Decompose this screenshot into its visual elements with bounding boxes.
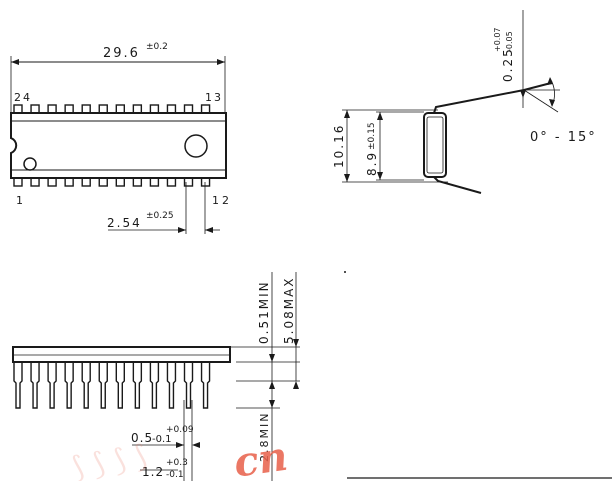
top-pin	[166, 104, 177, 114]
arrow-down-icon	[549, 99, 555, 107]
lead-thickness-tol-minus: -0.05	[505, 31, 514, 52]
bottom-pin	[132, 177, 143, 187]
arrow-up-icon	[269, 381, 275, 389]
angle-limit-line	[523, 89, 559, 113]
row-spacing-value: 10.16	[332, 124, 346, 168]
front-lead	[64, 362, 74, 409]
lead-thickness-value: 0.25	[501, 47, 515, 82]
bottom-pin	[13, 177, 23, 187]
standoff-value: 0.51MIN	[257, 280, 271, 344]
front-lead-row	[13, 362, 211, 409]
shoulder-value: 1.2	[142, 465, 164, 479]
front-lead	[30, 362, 40, 409]
bottom-pin-row	[13, 177, 211, 187]
lower-lead	[433, 176, 482, 194]
arrow-down-icon	[269, 354, 275, 362]
bottom-pin	[115, 177, 126, 187]
pin-label-12: 12	[212, 194, 232, 207]
arrow-down-icon	[293, 339, 299, 347]
front-lead	[47, 362, 57, 409]
bottom-pin	[98, 177, 108, 187]
bottom-pin	[200, 177, 211, 187]
pin-label-13: 13	[205, 91, 223, 104]
bottom-pin	[30, 177, 40, 187]
lead-width-tol-plus: +0.09	[166, 425, 194, 435]
front-lead	[13, 362, 23, 409]
front-view: 0.51MIN 5.08MAX 2.8MIN 0.5 +0.09 -0.1 1.…	[12, 272, 300, 481]
front-lead	[132, 362, 143, 409]
top-pin	[81, 104, 91, 114]
pin-label-24: 24	[14, 91, 32, 104]
bottom-pin	[166, 177, 177, 187]
lead-angle-value: 0° - 15°	[530, 130, 597, 145]
watermark-logo: cn	[231, 433, 290, 481]
arrow-up-icon	[547, 77, 553, 85]
front-lead	[98, 362, 108, 409]
front-body	[12, 346, 231, 363]
front-lead	[200, 362, 211, 409]
arrow-left-icon	[205, 227, 213, 233]
arrow-right-icon	[217, 59, 225, 65]
lead-length-value: 2.8MIN	[258, 412, 271, 462]
watermark-glyphs: ⟆ ⟆ ⟆ ⟆	[69, 439, 149, 481]
top-pin	[64, 104, 74, 114]
top-pin	[30, 104, 40, 114]
bottom-pin	[149, 177, 160, 187]
bottom-pin	[64, 177, 74, 187]
body-width-value: 8.9	[365, 151, 379, 176]
top-pin	[98, 104, 108, 114]
arrow-down-icon	[377, 172, 383, 180]
pitch-tolerance: ±0.25	[146, 211, 174, 221]
speck	[344, 271, 346, 273]
upper-lead	[433, 82, 552, 114]
top-pin	[132, 104, 143, 114]
length-tolerance: ±0.2	[146, 42, 168, 52]
pin-label-1: 1	[16, 194, 23, 207]
lead-width-value: 0.5	[131, 431, 153, 445]
pitch-value: 2.54	[107, 216, 142, 230]
body-width-tolerance: ±0.15	[367, 122, 377, 150]
lead-width-tol-minus: -0.1	[152, 434, 172, 445]
package-core	[426, 116, 444, 174]
front-lead	[183, 362, 194, 409]
top-pin-row	[13, 104, 211, 114]
ejector-mark-icon	[184, 134, 208, 158]
length-value: 29.6	[103, 46, 140, 61]
lead-thickness-tol-plus: +0.07	[493, 27, 502, 52]
arrow-left-icon	[11, 59, 19, 65]
front-lead	[81, 362, 91, 409]
bottom-pin	[81, 177, 91, 187]
arrow-left-icon	[192, 442, 200, 448]
shoulder-tol-plus: +0.3	[166, 458, 188, 468]
top-pin	[149, 104, 160, 114]
arrow-up-icon	[377, 112, 383, 120]
bottom-pin	[47, 177, 57, 187]
top-pin	[47, 104, 57, 114]
shoulder-tol-minus: -0.1	[166, 470, 184, 480]
package-body	[10, 112, 227, 179]
side-view: 0.25 +0.07 -0.05 10.16 8.9 ±0.15	[332, 10, 597, 194]
front-lead	[166, 362, 177, 409]
top-pin	[115, 104, 126, 114]
top-pin	[183, 104, 194, 114]
front-lead	[149, 362, 160, 409]
arrow-down-icon	[344, 174, 350, 182]
arrow-up-icon	[344, 110, 350, 118]
top-pin	[200, 104, 211, 114]
arrow-right-icon	[176, 442, 184, 448]
arrow-down-icon	[520, 90, 526, 98]
top-view: 29.6 ±0.2 24 13 1 12 2.54 ±0.25	[10, 42, 232, 234]
top-pin	[13, 104, 23, 114]
arrow-down-icon	[269, 400, 275, 408]
front-lead	[115, 362, 125, 409]
height-value: 5.08MAX	[282, 276, 296, 344]
arrow-right-icon	[178, 227, 186, 233]
pin1-marker-icon	[23, 157, 37, 171]
arrow-up-icon	[293, 381, 299, 389]
